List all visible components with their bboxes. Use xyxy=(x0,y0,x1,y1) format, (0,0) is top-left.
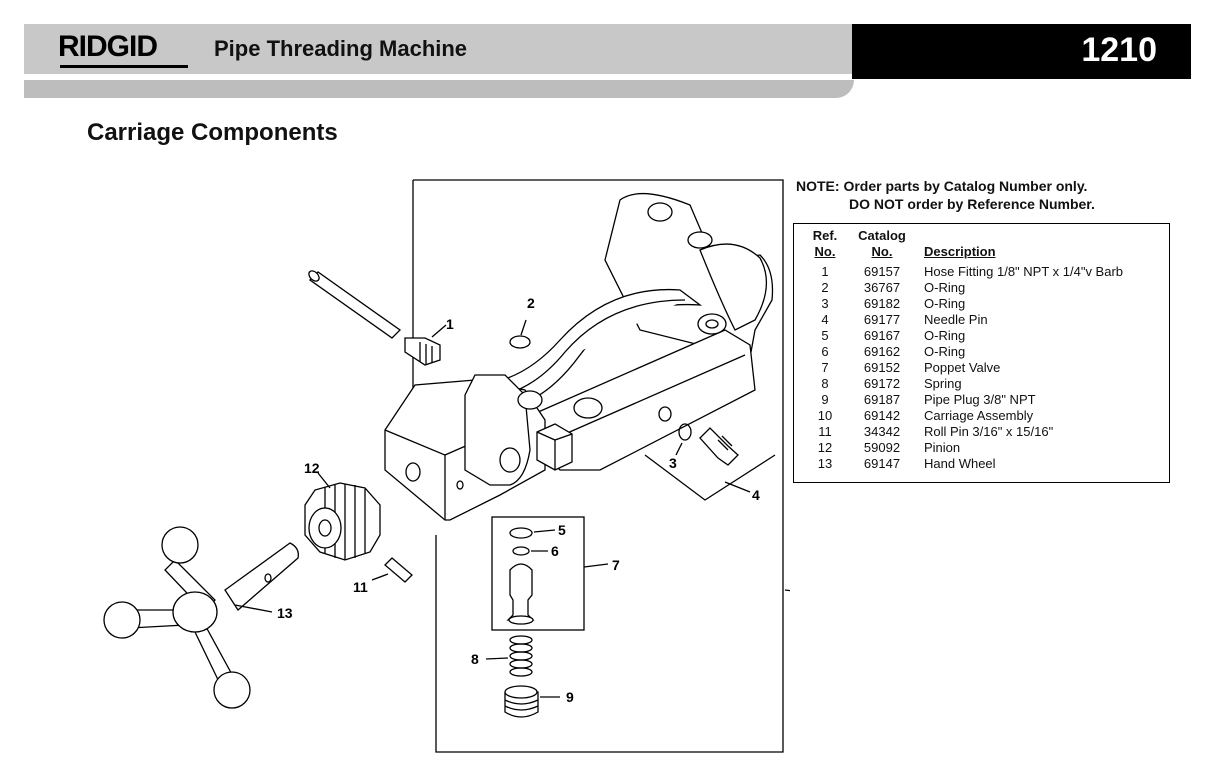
callout-7: 7 xyxy=(612,557,620,573)
header-catalog: Catalog No. xyxy=(852,228,912,260)
header-description-label: Description xyxy=(924,244,996,259)
header-ref-top: Ref. xyxy=(812,228,838,243)
leader-11 xyxy=(371,573,389,581)
leader-12 xyxy=(317,472,331,489)
header-ref: Ref. No. xyxy=(808,228,842,260)
bracket-4 xyxy=(644,454,776,501)
callout-1: 1 xyxy=(446,316,454,332)
poppet-valve xyxy=(506,563,535,625)
roll-pin xyxy=(384,557,413,583)
callout-9: 9 xyxy=(566,689,574,705)
o-ring-6 xyxy=(512,546,530,556)
pipe-plug xyxy=(504,685,539,718)
hose-fitting xyxy=(308,270,441,366)
spring xyxy=(509,635,533,677)
callout-8: 8 xyxy=(471,651,479,667)
callout-2: 2 xyxy=(527,295,535,311)
callout-4: 4 xyxy=(752,487,760,503)
leader-13 xyxy=(234,604,273,613)
assembly-boundary xyxy=(413,179,784,753)
callout-6: 6 xyxy=(551,543,559,559)
brand-logo: RIDGID xyxy=(58,30,158,63)
poppet-valve-box xyxy=(491,516,585,631)
header-strip xyxy=(24,80,854,98)
leader-5 xyxy=(533,529,556,533)
hand-wheel xyxy=(103,526,299,709)
order-note: NOTE: Order parts by Catalog Number only… xyxy=(796,178,1088,194)
leader-1 xyxy=(431,324,447,338)
needle-pin xyxy=(699,427,739,466)
leader-2 xyxy=(520,319,527,336)
exploded-diagram: 1 2 3 4 5 6 7 8 9 10 11 12 13 xyxy=(103,179,790,753)
header-description: Description xyxy=(924,244,996,260)
product-title: Pipe Threading Machine xyxy=(214,36,468,61)
order-note-warning: DO NOT order by Reference Number. xyxy=(849,196,1095,212)
section-title: Carriage Components xyxy=(87,119,338,146)
model-number: 1210 xyxy=(1081,31,1157,69)
callout-11: 11 xyxy=(353,579,368,595)
callout-12: 12 xyxy=(304,460,320,476)
callout-13: 13 xyxy=(277,605,293,621)
leader-3 xyxy=(675,442,683,456)
leader-10 xyxy=(784,589,790,592)
o-ring-2 xyxy=(509,335,531,349)
o-ring-3 xyxy=(678,423,692,441)
callout-3: 3 xyxy=(669,455,677,471)
pinion xyxy=(304,482,381,561)
leader-4 xyxy=(724,481,751,493)
header-catalog-top: Catalog xyxy=(858,228,906,243)
carriage-body xyxy=(384,192,774,521)
header-catalog-bottom: No. xyxy=(871,244,893,259)
leader-8 xyxy=(485,657,509,660)
callout-5: 5 xyxy=(558,522,566,538)
header-ref-bottom: No. xyxy=(814,244,836,259)
brand-underline xyxy=(60,65,188,68)
o-ring-5 xyxy=(509,527,533,539)
model-bar xyxy=(852,24,1191,79)
leader-7 xyxy=(583,563,609,568)
